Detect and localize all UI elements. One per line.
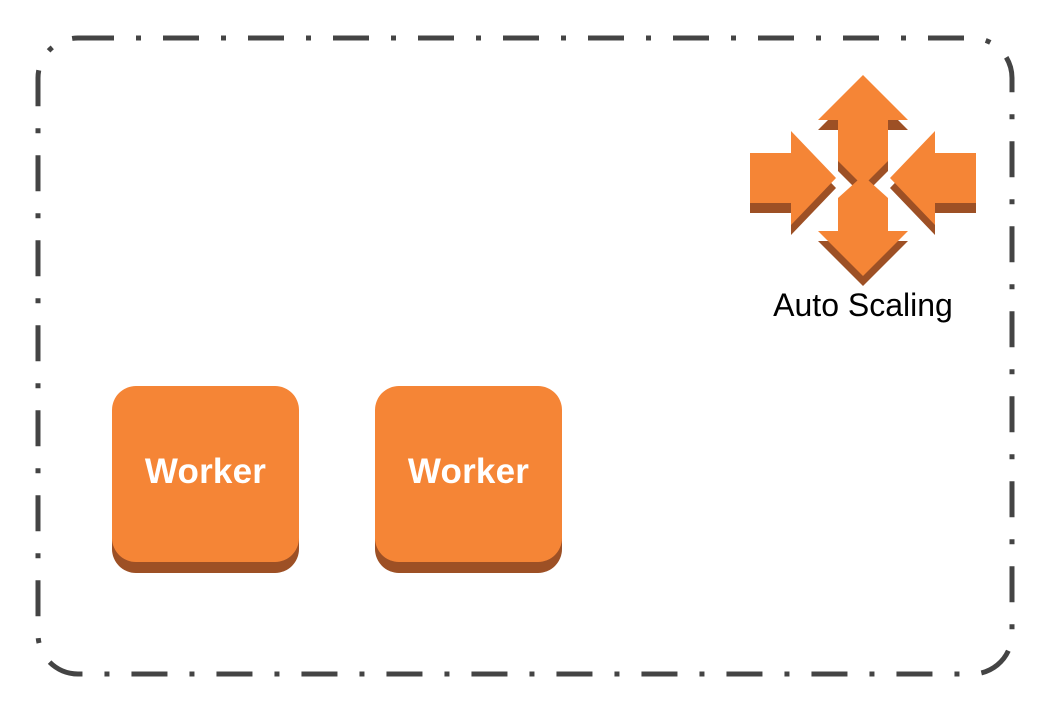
worker-box: Worker <box>375 386 562 562</box>
autoscaling-label: Auto Scaling <box>773 287 953 323</box>
worker-label: Worker <box>144 452 267 491</box>
autoscaling-node[interactable]: Auto Scaling <box>748 73 978 333</box>
worker-box: Worker <box>112 386 299 562</box>
worker-node[interactable]: Worker <box>375 386 562 573</box>
worker-node[interactable]: Worker <box>112 386 299 573</box>
worker-label: Worker <box>407 452 530 491</box>
autoscaling-arrows-icon <box>750 75 976 286</box>
